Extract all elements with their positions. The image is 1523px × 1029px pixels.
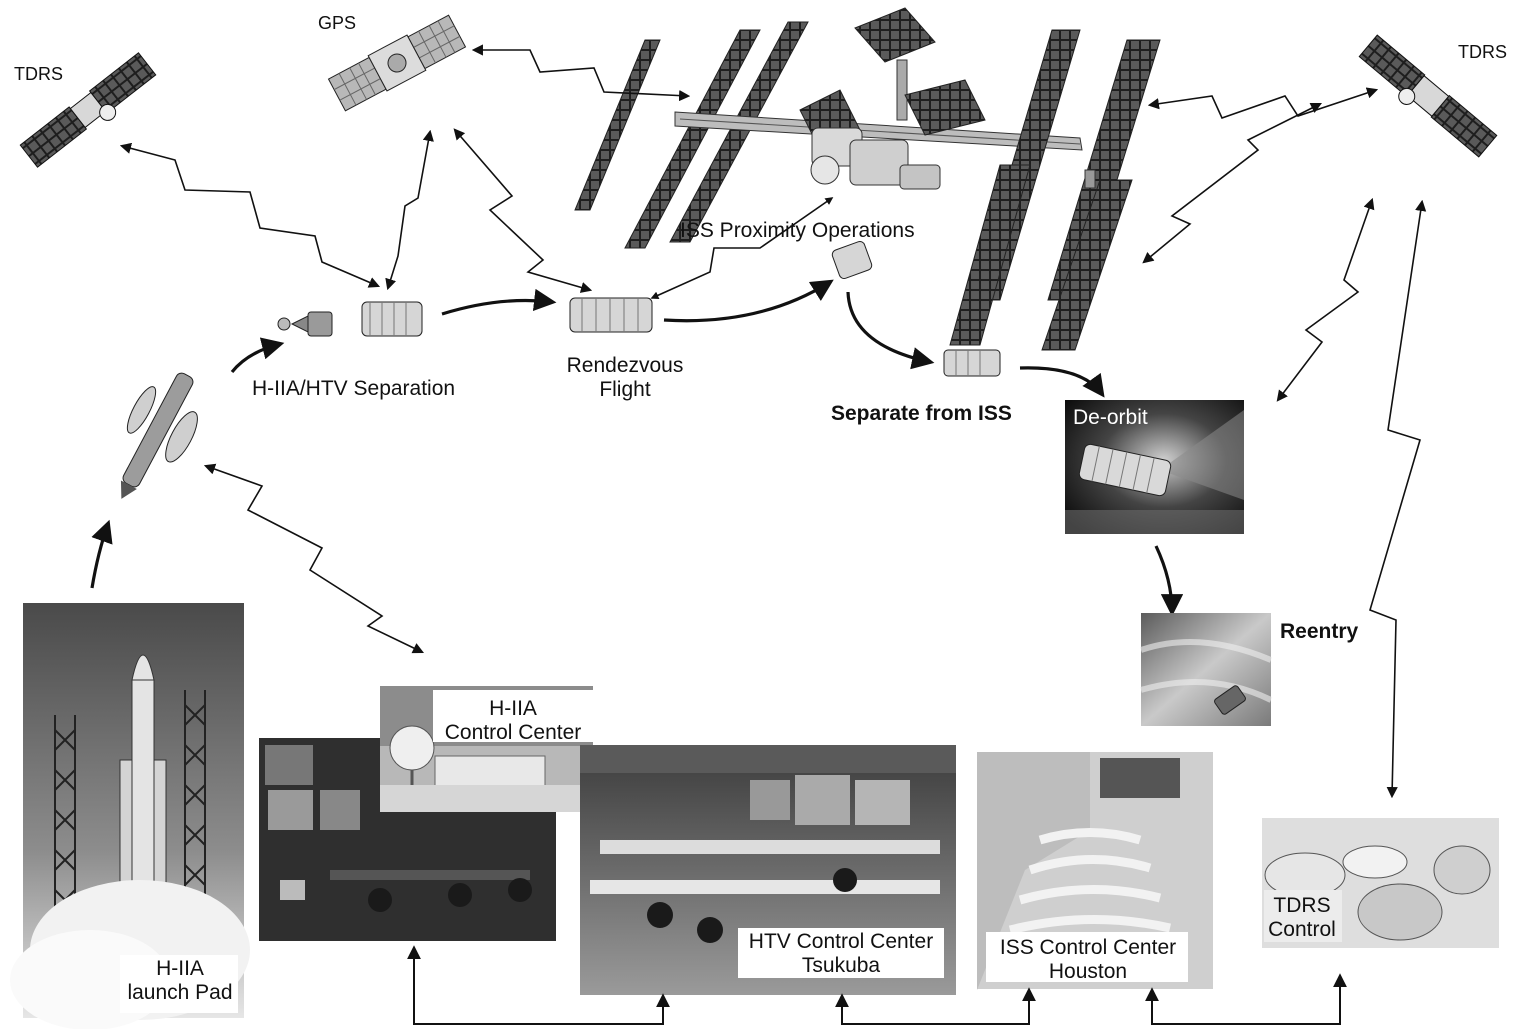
link-iss-rendezvous: [650, 197, 834, 300]
htv-control-room-photo: [580, 745, 956, 995]
tdrs-ground-station-photo: [1262, 818, 1499, 948]
link-tdrs-right-iss-1: [1147, 87, 1379, 119]
h2a-control-center-building-photo: [380, 686, 593, 812]
iss-control-center-label-line2: Houston: [1049, 960, 1127, 983]
htv-control-center-label-line1: HTV Control Center: [749, 930, 933, 953]
htv-vehicle-departing: [943, 349, 1001, 377]
iss-control-room-photo: [977, 752, 1213, 990]
tdrs-left-satellite: [19, 52, 157, 168]
link-tdrs-right-iss-2: [1142, 102, 1323, 264]
rendezvous-label-line1: Rendezvous: [567, 354, 684, 377]
comm-links: [119, 44, 1427, 799]
gps-label: GPS: [318, 13, 356, 33]
tdrs-right-label: TDRS: [1458, 42, 1507, 62]
htv-vehicle-rendezvous: [569, 297, 653, 333]
link-gps-htv: [385, 129, 434, 291]
launch-pad-label-line1: H-IIA: [156, 957, 204, 980]
deorbit-image: [1065, 400, 1244, 534]
h2a-rocket-flight: [120, 372, 198, 499]
flight-path: [90, 279, 1184, 617]
iss-proximity-label: ISS Proximity Operations: [680, 219, 915, 242]
link-gps-rendezvous: [453, 128, 593, 293]
reentry-image: [1140, 613, 1273, 726]
h2a-upper-stage: [277, 311, 333, 337]
link-rocket-h2a-control: [203, 463, 425, 654]
tdrs-right-satellite: [1358, 34, 1498, 158]
separate-from-iss-label: Separate from ISS: [831, 402, 1012, 425]
tdrs-left-label: TDRS: [14, 64, 63, 84]
iss-station: [574, 7, 1161, 351]
tdrs-control-label-line2: Control: [1268, 918, 1336, 941]
separation-label: H-IIA/HTV Separation: [252, 377, 455, 400]
reentry-label: Reentry: [1280, 620, 1359, 643]
link-tdrs-right-deorbit: [1276, 197, 1375, 402]
gps-satellite: [327, 14, 467, 112]
htv-vehicle-berthed: [831, 240, 873, 280]
h2a-control-center-label-line1: H-IIA: [489, 697, 537, 720]
link-tdrs-right-tdrs-control: [1369, 199, 1427, 799]
iss-control-center-label-line1: ISS Control Center: [1000, 936, 1176, 959]
link-gps-iss: [471, 44, 691, 102]
deorbit-label: De-orbit: [1073, 406, 1148, 429]
htv-control-center-label-line2: Tsukuba: [802, 954, 881, 977]
link-tdrs-htv: [119, 142, 381, 288]
tdrs-control-label-line1: TDRS: [1273, 894, 1330, 917]
h2a-control-center-label-line2: Control Center: [445, 721, 582, 744]
rendezvous-label-line2: Flight: [599, 378, 651, 401]
h2a-launch-pad-photo: [10, 603, 250, 1029]
htv-vehicle-separated: [361, 301, 423, 337]
launch-pad-label-line2: launch Pad: [127, 981, 232, 1004]
ground-network: [407, 945, 1347, 1025]
